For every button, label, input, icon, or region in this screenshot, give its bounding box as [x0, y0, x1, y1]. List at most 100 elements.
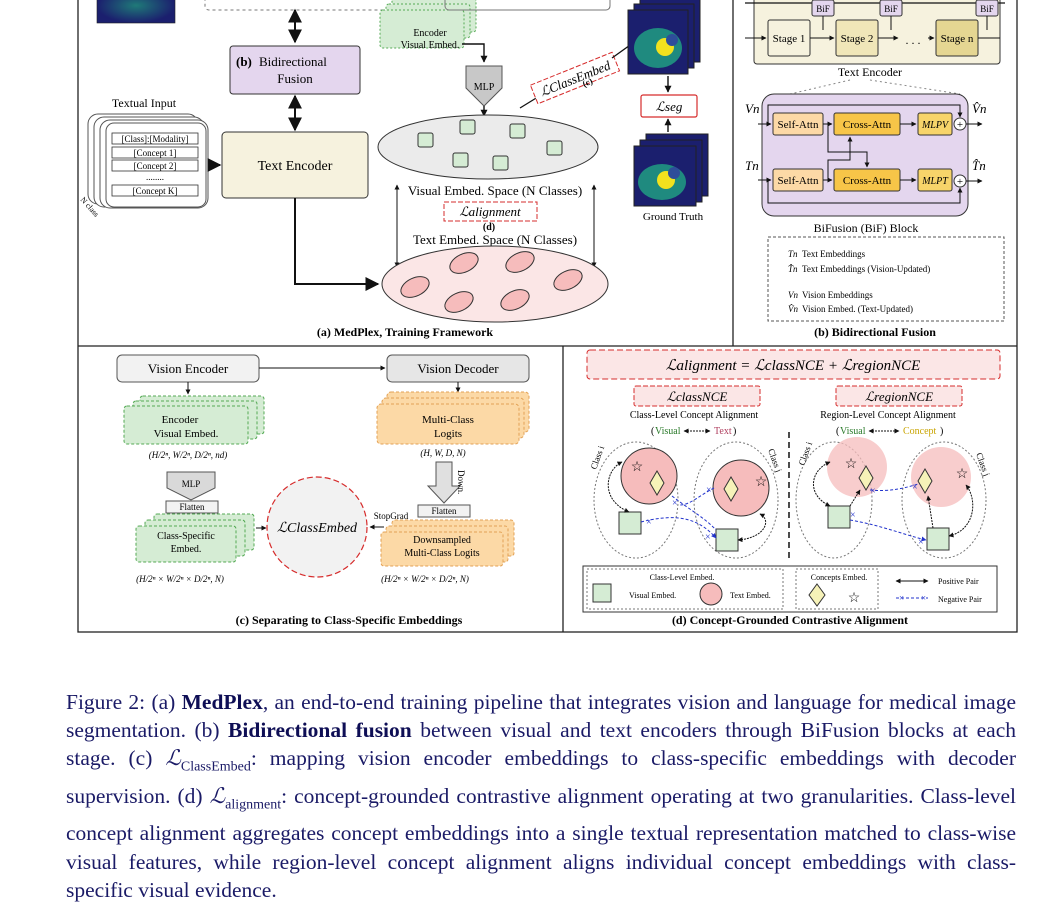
prompt-line-3: ........: [146, 172, 164, 182]
textual-input-label: Textual Input: [112, 96, 177, 110]
l-region-nce: ℒregionNCE: [865, 389, 933, 404]
bif-tag-2-label: BiF: [884, 4, 898, 14]
prompt-line-1: [Concept 1]: [134, 148, 177, 158]
mlp-a-label: MLP: [474, 82, 495, 93]
class-specific-1: Class-Specific: [157, 531, 215, 542]
svg-text:): ): [940, 426, 943, 437]
caption-l2: ℒ: [209, 783, 226, 808]
legend-b-sym-0: Tn: [788, 249, 798, 259]
svg-text:×: ×: [672, 498, 678, 509]
legend-positive: Positive Pair: [938, 577, 979, 586]
caption-part-2: , an end-to-end training pipeline that i…: [66, 690, 1016, 743]
stage-2-label: Stage 2: [841, 33, 874, 45]
logits-2: Logits: [434, 428, 462, 440]
panel-b: BiF BiF BiF Stage 1 Stage 2 . . . Stage …: [745, 0, 1005, 339]
panel-c-title: (c) Separating to Class-Specific Embeddi…: [236, 613, 463, 627]
predicted-masks: [627, 0, 701, 75]
t-in: Tn: [745, 158, 759, 173]
encoder-embed-c-2: Visual Embed.: [154, 428, 219, 440]
mlp-t-label: MLPT: [921, 176, 949, 187]
panel-b-legend: [767, 236, 1005, 322]
class-i-label-2: Class i: [796, 440, 814, 467]
legend-text-circle: [699, 582, 723, 606]
encoder-dims: (H/2ⁿ, W/2ⁿ, D/2ⁿ, nd): [149, 450, 228, 460]
svg-text:×: ×: [705, 532, 711, 543]
vision-decoder-label: Vision Decoder: [417, 361, 499, 376]
mlp-a: [465, 65, 503, 107]
flatten-c2-label: Flatten: [432, 506, 457, 516]
text-space-label: Text Embed. Space (N Classes): [413, 232, 577, 247]
legend-b-sym-3: V̂n: [788, 304, 798, 314]
mlp-v-label: MLPV: [921, 120, 950, 131]
stage-n-label: Stage n: [941, 33, 974, 45]
text-label-1: Text: [714, 426, 732, 437]
visual-embed-space: [377, 114, 599, 180]
vision-encoder-label: Vision Encoder: [148, 361, 229, 376]
svg-text:×: ×: [870, 486, 876, 497]
prompt-line-4: [Concept K]: [133, 186, 178, 196]
svg-text:☆: ☆: [845, 457, 858, 472]
caption-medplex: MedPlex: [181, 690, 263, 714]
visual-label-1: Visual: [655, 426, 681, 437]
svg-text:+: +: [957, 119, 963, 131]
caption-part-1: Figure 2: (a): [66, 690, 182, 714]
encoder-embed-c-1: Encoder: [162, 414, 199, 426]
l-classembed-circle: [266, 476, 368, 578]
t-out: T̂n: [972, 158, 986, 173]
equation-box: [586, 349, 1001, 380]
legend-star-icon: ☆: [848, 591, 861, 606]
visual-space-label: Visual Embed. Space (N Classes): [408, 183, 582, 198]
stage-dots: . . .: [906, 33, 921, 47]
svg-text:×: ×: [850, 510, 856, 521]
caption-bif: Bidirectional fusion: [228, 718, 412, 743]
panel-a: (b) Bidirectional Fusion Textual Input […: [79, 0, 709, 339]
l-alignment-a: ℒalignment: [459, 204, 521, 219]
panel-b-title: (b) Bidirectional Fusion: [814, 325, 936, 339]
legend-b-text-1: Text Embeddings (Vision-Updated): [802, 264, 930, 274]
bifusion-block: [761, 93, 969, 217]
legend-concepts: Concepts Embed.: [811, 573, 867, 582]
text-encoder-b: Text Encoder: [838, 65, 902, 79]
legend-visual-square: [592, 583, 612, 603]
caption-l2-sub: alignment: [225, 797, 282, 813]
figure-caption: Figure 2: (a) MedPlex, an end-to-end tra…: [66, 688, 1016, 904]
panel-d-title: (d) Concept-Grounded Contrastive Alignme…: [672, 613, 908, 627]
figure-diagram: (b) Bidirectional Fusion Textual Input […: [77, 0, 1018, 633]
panel-a-title: (a) MedPlex, Training Framework: [317, 325, 494, 339]
bifusion-block-title: BiFusion (BiF) Block: [814, 221, 919, 235]
label-d-a: (d): [483, 222, 495, 233]
text-embed-space: [381, 245, 609, 323]
legend-text: Text Embed.: [730, 591, 771, 600]
bif-tag-3-label: BiF: [980, 4, 994, 14]
svg-text:×: ×: [646, 517, 652, 528]
alignment-equation: ℒalignment = ℒclassNCE + ℒregionNCE: [666, 358, 921, 374]
cross-attn-t-label: Cross-Attn: [843, 175, 892, 187]
l-seg: ℒseg: [656, 99, 683, 114]
caption-part-3: between visual and text encoders through…: [66, 718, 1016, 771]
v-in: Vn: [745, 101, 759, 116]
bif-tag-1-label: BiF: [816, 4, 830, 14]
svg-text:): ): [733, 426, 736, 437]
mlp-t: [917, 168, 953, 192]
svg-text:+: +: [957, 176, 963, 188]
stage-1-label: Stage 1: [773, 33, 806, 45]
region-level-title: Region-Level Concept Alignment: [820, 410, 956, 421]
svg-text:×: ×: [899, 593, 904, 603]
down-logits-2: Multi-Class Logits: [404, 548, 479, 559]
logits-1: Multi-Class: [422, 414, 474, 426]
class-j-label-1: Class j: [766, 447, 784, 473]
flatten-c-label: Flatten: [180, 502, 205, 512]
caption-l1: ℒ: [165, 746, 181, 771]
svg-text:☆: ☆: [631, 460, 644, 475]
cross-attn-v-label: Cross-Attn: [843, 119, 892, 131]
svg-text:×: ×: [921, 593, 926, 603]
svg-text:(: (: [651, 426, 655, 437]
legend-visual: Visual Embed.: [629, 591, 676, 600]
svg-text:☆: ☆: [956, 467, 969, 482]
visual-label-2: Visual: [840, 426, 866, 437]
bif-label: (b): [236, 54, 252, 69]
caption-part-4: : mapping vision encoder embeddings to c…: [66, 746, 1016, 808]
svg-text:☆: ☆: [755, 475, 768, 490]
legend-b-text-0: Text Embeddings: [802, 249, 866, 259]
down-arrow: [426, 461, 462, 504]
